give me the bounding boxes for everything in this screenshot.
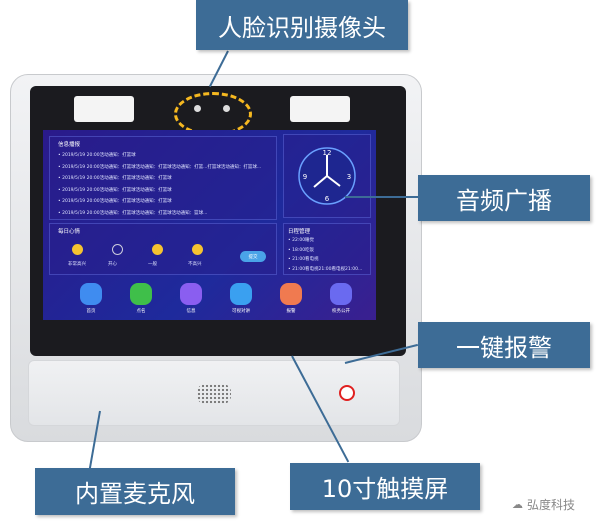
callout-audio: 音频广播 xyxy=(418,175,590,221)
info-item[interactable]: • 2019/5/19 20:00活动通知：打篮球活动通知：打篮球活动通知：篮球… xyxy=(58,210,208,216)
app-home-icon[interactable] xyxy=(80,283,102,305)
info-item[interactable]: • 2019/5/19 20:00活动通知：打篮球活动通知：打篮球活动通知：打篮… xyxy=(58,164,262,170)
submit-label: 提交 xyxy=(248,254,258,260)
app-label: 信息 xyxy=(186,309,196,314)
clock-number: 6 xyxy=(325,195,330,203)
schedule-title: 日程管理 xyxy=(288,229,311,235)
info-item[interactable]: • 2019/5/19 20:00活动通知：打篮球活动通知：打篮球 xyxy=(58,176,172,181)
app-microphone-icon[interactable] xyxy=(230,283,252,305)
schedule-item[interactable]: • 21:00看电视 xyxy=(288,257,319,262)
info-item[interactable]: • 2019/5/19 20:00活动通知：打篮球活动通知：打篮球 xyxy=(58,199,172,204)
mood-panel xyxy=(49,223,277,275)
mood-emoji-icon[interactable] xyxy=(192,244,203,255)
schedule-item[interactable]: • 21:00看电视21:00看电视21:00... xyxy=(288,266,363,272)
mood-label: 一般 xyxy=(148,262,157,267)
app-user-check-icon[interactable] xyxy=(130,283,152,305)
app-id-card-icon[interactable] xyxy=(180,283,202,305)
app-label: 首页 xyxy=(86,309,96,314)
callout-screen: 10寸触摸屏 xyxy=(290,463,480,510)
mood-label: 开心 xyxy=(108,262,117,267)
submit-button[interactable]: 提交 xyxy=(240,251,266,262)
app-alarm-icon[interactable] xyxy=(280,283,302,305)
schedule-item[interactable]: • 22:00睡觉 xyxy=(288,238,315,243)
camera-right xyxy=(290,96,350,122)
callout-mic: 内置麦克风 xyxy=(35,468,235,515)
app-eye-icon[interactable] xyxy=(330,283,352,305)
mood-label: 非常高兴 xyxy=(68,262,86,267)
info-item[interactable]: • 2019/5/19 20:00活动通知：打篮球活动通知：打篮球 xyxy=(58,187,172,193)
clock-number: 12 xyxy=(323,149,332,157)
speaker-grill xyxy=(197,384,231,404)
clock-number: 3 xyxy=(347,173,351,181)
camera-left xyxy=(74,96,134,122)
app-label: 校务公开 xyxy=(332,309,350,314)
mood-emoji-icon[interactable] xyxy=(112,244,123,255)
wechat-icon: ☁ xyxy=(512,498,523,511)
callout-line xyxy=(345,196,420,198)
app-label: 报警 xyxy=(286,309,296,314)
app-label: 可视对讲 xyxy=(232,309,250,314)
watermark: ☁弘度科技 xyxy=(512,498,576,512)
mood-emoji-icon[interactable] xyxy=(152,244,163,255)
callout-alarm: 一键报警 xyxy=(418,322,590,368)
clock-icon: 12 3 6 9 xyxy=(298,147,356,205)
info-item[interactable]: • 2019/5/19 20:00活动通知：打篮球 xyxy=(58,153,136,158)
info-title: 信息播报 xyxy=(58,142,81,148)
app-label: 点名 xyxy=(136,309,146,314)
schedule-panel xyxy=(283,223,371,275)
info-panel xyxy=(49,136,277,220)
clock-number: 9 xyxy=(303,173,307,181)
mood-label: 不高兴 xyxy=(188,262,202,267)
alarm-button[interactable] xyxy=(339,385,355,401)
mood-title: 每日心情 xyxy=(58,229,81,235)
mood-emoji-icon[interactable] xyxy=(72,244,83,255)
schedule-item[interactable]: • 18:00吃饭 xyxy=(288,247,315,253)
callout-camera: 人脸识别摄像头 xyxy=(196,0,408,50)
